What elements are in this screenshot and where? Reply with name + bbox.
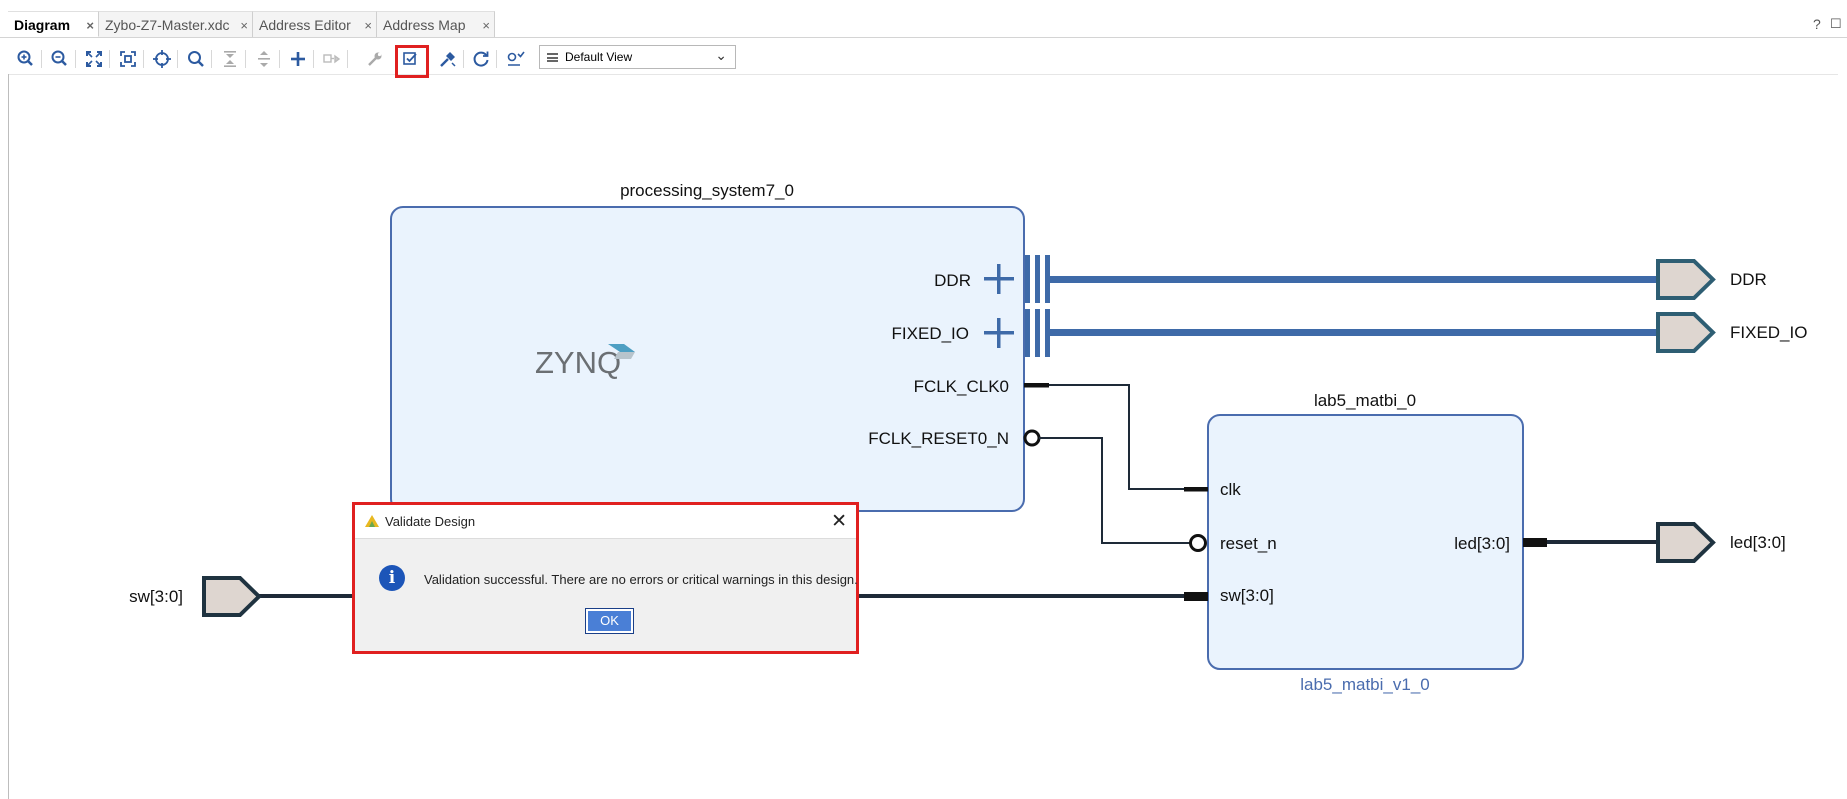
- tab-label: Address Editor: [259, 17, 351, 33]
- ext-fixed-io-label: FIXED_IO: [1730, 323, 1807, 342]
- toolbar-separator: [463, 50, 464, 68]
- port-reset-n-label: reset_n: [1220, 534, 1277, 553]
- port-sw-label: sw[3:0]: [1220, 586, 1274, 605]
- ps-block-name: processing_system7_0: [620, 181, 794, 200]
- view-select[interactable]: Default View ⌄: [539, 45, 736, 69]
- close-icon[interactable]: ×: [86, 18, 94, 33]
- info-icon: i: [379, 565, 405, 591]
- make-external-icon[interactable]: [321, 48, 343, 70]
- toolbar-separator: [109, 50, 110, 68]
- block-design-diagram: processing_system7_0 ZYNQ DDR FIXED_IO F…: [129, 181, 1807, 694]
- custom-block-name: lab5_matbi_0: [1314, 391, 1416, 410]
- close-icon[interactable]: ×: [364, 18, 372, 33]
- tab-label: Zybo-Z7-Master.xdc: [105, 17, 230, 33]
- validate-design-dialog: Validate Design ✕ i Validation successfu…: [352, 502, 859, 654]
- close-icon[interactable]: ✕: [831, 511, 847, 532]
- tab-diagram[interactable]: Diagram ×: [8, 11, 99, 37]
- dialog-message: Validation successful. There are no erro…: [424, 572, 858, 587]
- zoom-out-icon[interactable]: [49, 48, 71, 70]
- fit-view-icon[interactable]: [83, 48, 105, 70]
- port-fclk-clk0-label: FCLK_CLK0: [914, 377, 1009, 396]
- vivado-logo-icon: [365, 515, 379, 527]
- port-clk-label: clk: [1220, 480, 1241, 499]
- port-fixed-io-label: FIXED_IO: [892, 324, 969, 343]
- ok-button[interactable]: OK: [585, 608, 634, 634]
- toolbar-separator: [313, 50, 314, 68]
- tab-label: Address Map: [383, 17, 466, 33]
- port-fclk-reset0-n-label: FCLK_RESET0_N: [868, 429, 1009, 448]
- expand-plus-icon[interactable]: [984, 318, 1014, 348]
- reset-wire[interactable]: [1039, 437, 1190, 544]
- fixed-io-bus[interactable]: [1050, 329, 1658, 336]
- diagram-toolbar: Default View ⌄: [8, 40, 1838, 75]
- toolbar-separator: [177, 50, 178, 68]
- toolbar-separator: [347, 50, 348, 68]
- search-icon[interactable]: [185, 48, 207, 70]
- maximize-icon[interactable]: ☐: [1830, 16, 1842, 31]
- fixed-io-bus-connector[interactable]: [1025, 309, 1050, 357]
- toolbar-separator: [143, 50, 144, 68]
- tab-address-map[interactable]: Address Map ×: [377, 11, 495, 37]
- close-icon[interactable]: ×: [482, 18, 490, 33]
- toolbar-separator: [75, 50, 76, 68]
- auto-connect-icon[interactable]: [151, 48, 173, 70]
- diagram-canvas[interactable]: processing_system7_0 ZYNQ DDR FIXED_IO F…: [8, 74, 1847, 799]
- clk-pin[interactable]: [1184, 487, 1208, 492]
- validate-design-icon[interactable]: [399, 48, 421, 70]
- toolbar-separator: [245, 50, 246, 68]
- optimize-routing-icon[interactable]: [504, 48, 526, 70]
- sw-external-port[interactable]: [202, 576, 262, 617]
- fclk-reset-pin[interactable]: [1023, 429, 1041, 447]
- tab-address-editor[interactable]: Address Editor ×: [253, 11, 377, 37]
- regenerate-layout-icon[interactable]: [470, 48, 492, 70]
- ddr-bus[interactable]: [1050, 276, 1658, 283]
- zynq-logo: ZYNQ: [535, 344, 635, 380]
- zynq-logo-text: ZYNQ: [535, 345, 621, 380]
- toolbar-separator: [279, 50, 280, 68]
- toolbar-separator: [211, 50, 212, 68]
- dialog-title: Validate Design: [385, 514, 476, 529]
- toolbar-separator: [41, 50, 42, 68]
- help-icon[interactable]: ?: [1813, 16, 1821, 32]
- expand-plus-icon[interactable]: [984, 264, 1014, 294]
- fclk-clk0-pin[interactable]: [1024, 383, 1049, 388]
- ddr-external-port[interactable]: [1656, 259, 1716, 300]
- collapse-all-icon[interactable]: [219, 48, 241, 70]
- view-select-value: Default View: [565, 50, 633, 64]
- ddr-bus-connector[interactable]: [1025, 255, 1050, 303]
- list-icon: [547, 53, 558, 62]
- toolbar-separator: [496, 50, 497, 68]
- tab-bar: Diagram × Zybo-Z7-Master.xdc × Address E…: [0, 0, 1847, 38]
- port-led-label: led[3:0]: [1454, 534, 1510, 553]
- run-connection-automation-icon[interactable]: [437, 48, 459, 70]
- reset-n-pin[interactable]: [1189, 534, 1207, 552]
- processing-system-block[interactable]: [390, 206, 1025, 512]
- expand-all-icon[interactable]: [253, 48, 275, 70]
- sw-pin[interactable]: [1184, 592, 1208, 601]
- tab-xdc[interactable]: Zybo-Z7-Master.xdc ×: [99, 11, 253, 37]
- fixed-io-external-port[interactable]: [1656, 312, 1716, 353]
- close-icon[interactable]: ×: [240, 18, 248, 33]
- led-external-port[interactable]: [1656, 522, 1716, 563]
- led-pin[interactable]: [1523, 538, 1547, 547]
- tab-label: Diagram: [14, 17, 71, 33]
- custom-block-type: lab5_matbi_v1_0: [1300, 675, 1429, 694]
- ext-led-label: led[3:0]: [1730, 533, 1786, 552]
- clk-wire[interactable]: [1049, 384, 1184, 490]
- ext-ddr-label: DDR: [1730, 270, 1767, 289]
- add-ip-icon[interactable]: [287, 48, 309, 70]
- properties-icon[interactable]: [364, 48, 386, 70]
- chevron-down-icon: ⌄: [715, 47, 727, 63]
- fit-selection-icon[interactable]: [117, 48, 139, 70]
- ext-sw-label: sw[3:0]: [129, 587, 183, 606]
- zoom-in-icon[interactable]: [15, 48, 37, 70]
- dialog-titlebar[interactable]: Validate Design ✕: [355, 505, 856, 539]
- validate-button-highlight: [395, 45, 429, 78]
- port-ddr-label: DDR: [934, 271, 971, 290]
